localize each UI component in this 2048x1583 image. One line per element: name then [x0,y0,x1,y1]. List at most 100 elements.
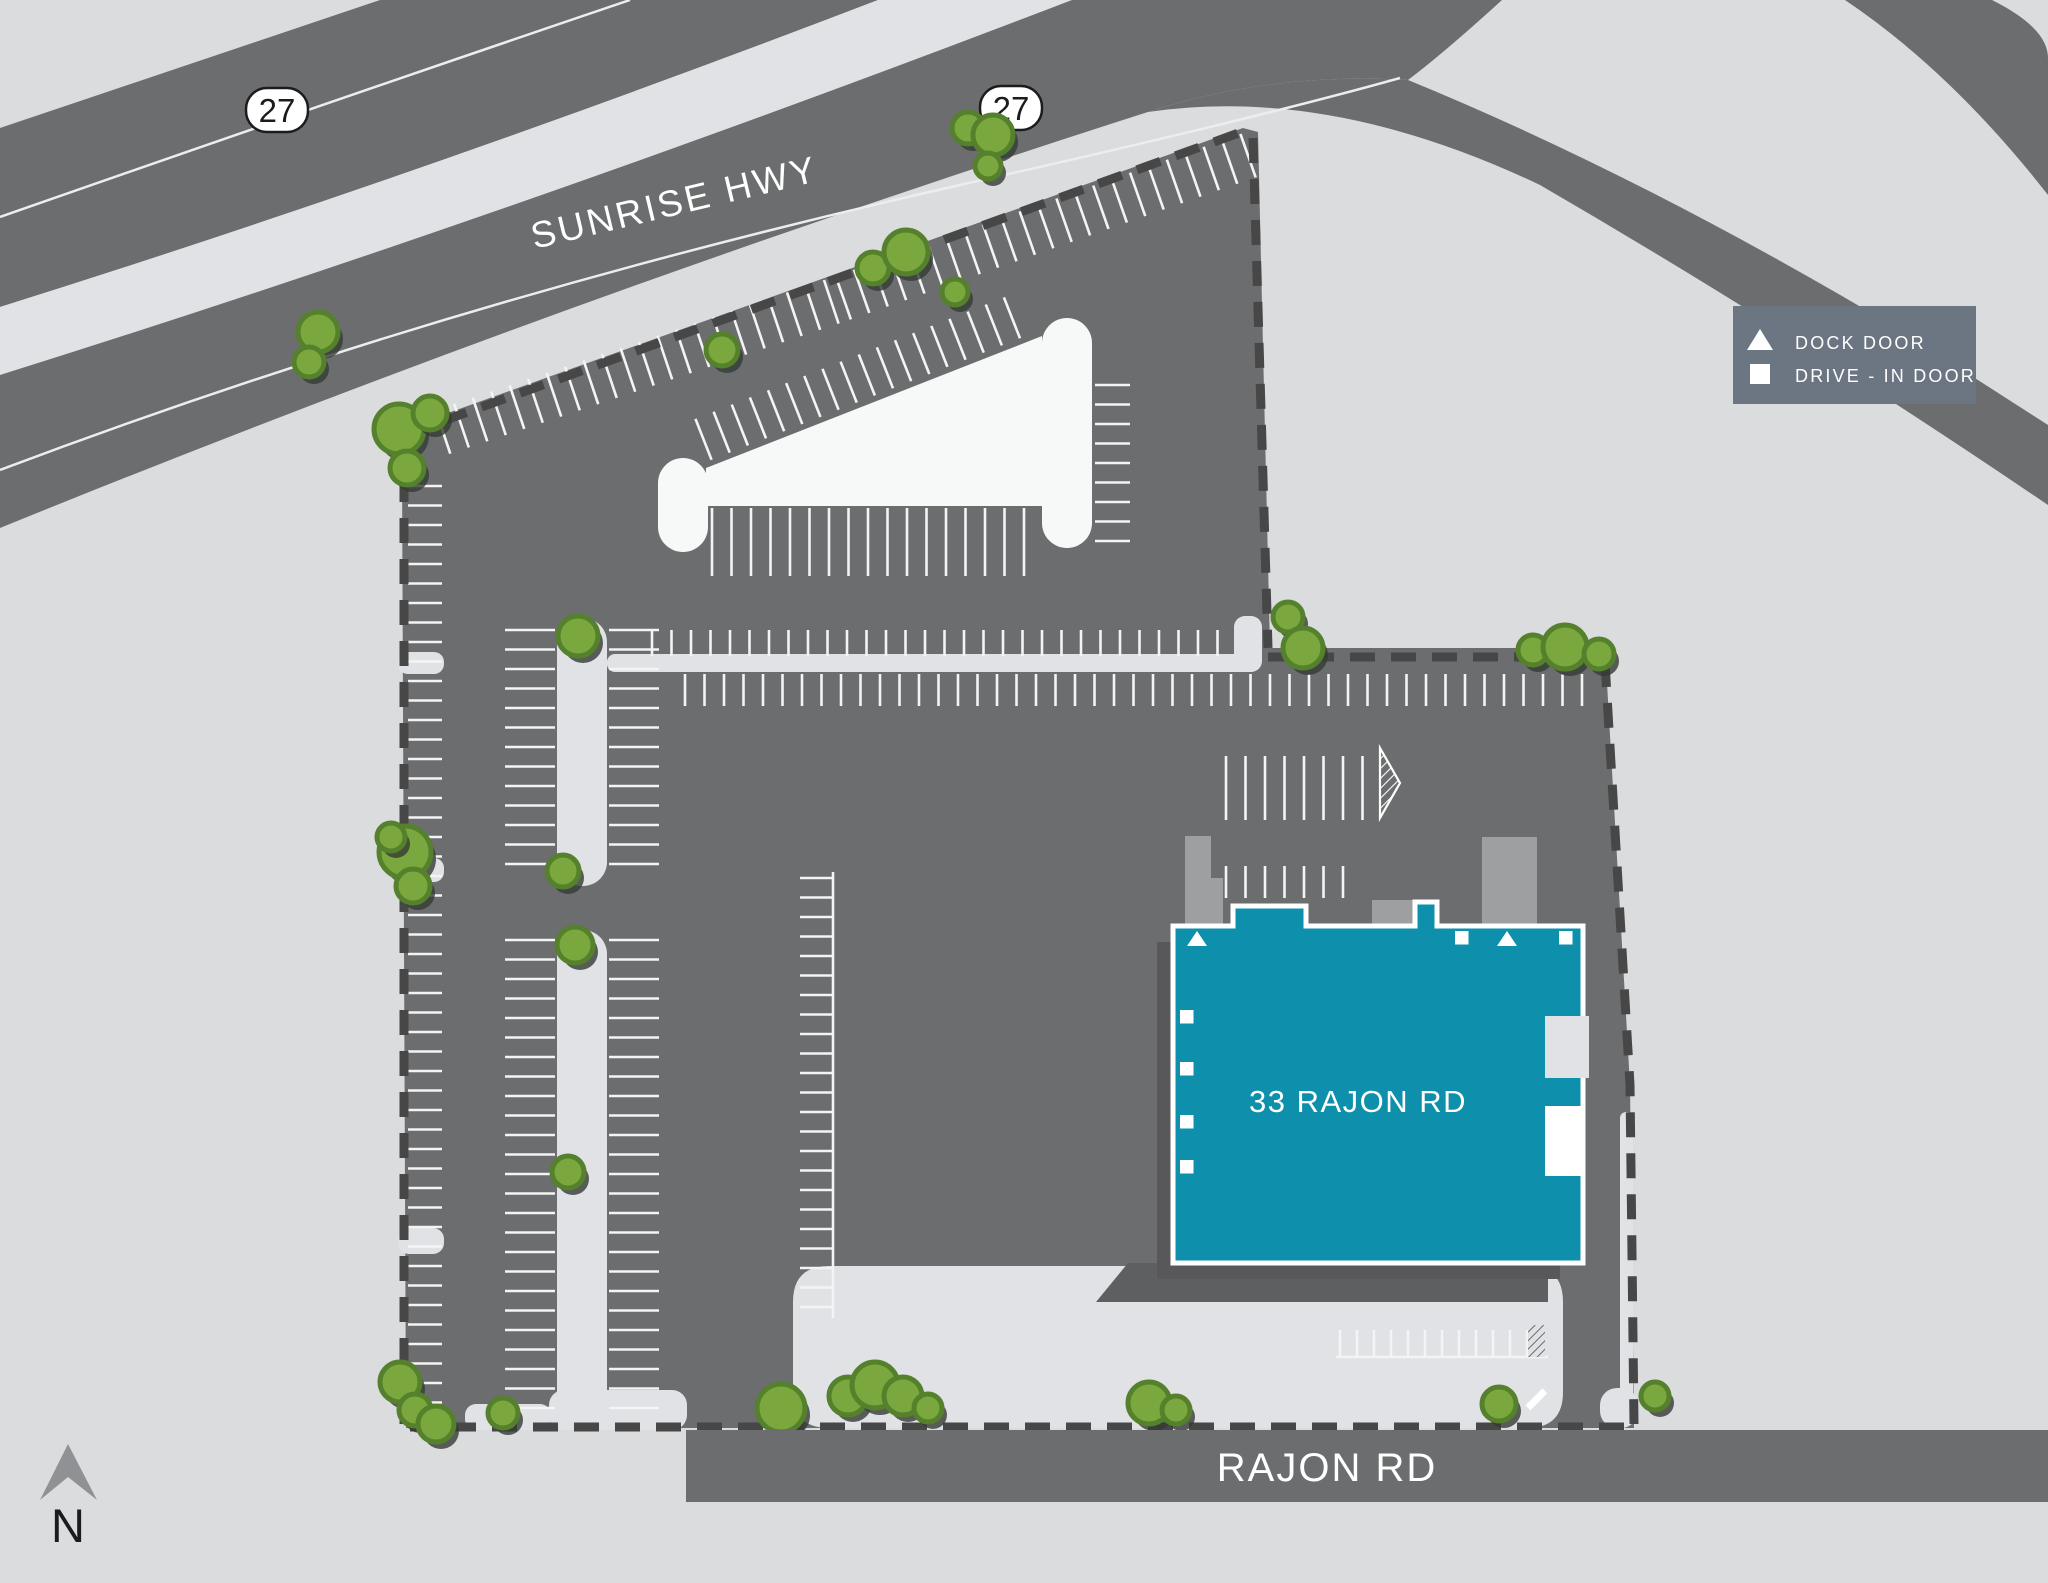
median-pill [658,458,708,552]
parking-stripe-line [471,397,489,442]
median-pill [1042,318,1092,548]
parking-stripe-line [1165,159,1184,204]
north-arrow: N [40,1444,97,1552]
boundary-dashed-line [1248,137,1273,649]
tree-icon [544,852,584,894]
parking-stripe-line [1239,133,1257,178]
parking-stripe-line [545,372,563,417]
highway-corner-ramp [1845,0,2048,195]
wall-pillar [1372,900,1414,924]
tree-icon [485,1395,523,1435]
tree-canopy [544,852,582,890]
parking-stripe-line [944,236,963,282]
tree-canopy [911,1391,945,1425]
tree-icon [374,820,410,858]
tree-icon [554,924,598,970]
tree-canopy [1581,636,1617,672]
road-dash-marking [1525,1388,1548,1411]
drive-in-door-marker [1180,1010,1194,1024]
tree-canopy [554,924,596,966]
parking-stripe-line [656,335,674,380]
tree-icon [291,344,329,384]
parking-stripe-line [748,396,768,439]
tree-canopy [291,344,327,380]
tree-canopy [410,393,450,433]
hatched-curb-marking [1528,1325,1545,1357]
tree-icon [911,1391,947,1429]
parking-stripe-line [766,389,786,432]
tree-icon [393,866,435,910]
drive-in-door-marker [1559,931,1573,945]
tree-icon [1479,1384,1521,1428]
lane-line [0,76,1401,472]
tree-canopy [1540,622,1590,672]
legend-label: DOCK DOOR [1795,333,1926,353]
drive-in-door-square-icon [1750,364,1770,384]
tree-icon [410,393,452,437]
landscape-island [1600,1388,1638,1428]
tree-icon [703,331,743,373]
rajon-road: RAJON RD [686,1430,2048,1502]
parking-stripe-line [785,291,803,337]
tree-canopy [1638,1379,1672,1413]
parking-stripe-line [1018,210,1037,256]
tree-canopy [703,331,741,369]
parking-stripe-line [857,354,877,396]
route-shield-number: 27 [259,92,296,129]
drive-in-door-marker [1180,1115,1194,1129]
landscape-island [607,654,1253,672]
tree-icon [972,150,1006,186]
building-notch [1545,1016,1589,1078]
truck-court-apron [793,1266,1563,1428]
landscape-islands [398,318,1638,1430]
tree-icon [1540,622,1592,676]
highway-median [0,0,1072,375]
parking-stripe-line [803,375,822,418]
dock-door-marker [1497,931,1517,946]
building-label: 33 RAJON RD [1249,1084,1467,1119]
parking-stripe-line [582,360,600,405]
tree-canopy [881,227,931,277]
building-entry-pad [1545,1106,1585,1176]
tree-canopy [1479,1384,1519,1424]
tree-icon [1159,1393,1195,1431]
tree-icon [1581,636,1619,676]
parking-stripe-line [694,418,713,461]
rajon-road-surface [686,1430,2048,1502]
parking-stripe-line [508,384,526,430]
parking-stripe-line [1184,152,1202,198]
landscape-island [549,1390,687,1430]
parking-stripe-line [984,304,1004,346]
boundary-dashed-line [441,125,1249,426]
parking-stripe-line [821,368,840,411]
tree-canopy [1280,625,1326,671]
legend: DOCK DOOR DRIVE - IN DOOR [1733,306,1976,404]
parking-stripe-line [1073,191,1092,236]
landscape-island [557,618,607,886]
tree-canopy [1159,1393,1193,1427]
legend-item-dock-door: DOCK DOOR [1747,329,1926,353]
parking-stripe-line [452,403,471,448]
boundary-dashed-line [1600,661,1639,1425]
parking-stripe-line [1000,217,1018,262]
drive-in-door-marker [1180,1160,1194,1174]
parking-stripe-line [1128,172,1147,217]
parking-stripe-line [1147,165,1165,211]
parking-stripe-line [1092,185,1110,230]
parking-stripe-line [852,269,871,314]
drive-in-door-marker [1455,931,1469,945]
parking-stripe-line [1002,296,1022,339]
north-label: N [51,1499,85,1552]
tree-canopy [393,866,433,906]
parking-stripe-line [963,230,981,275]
dock-door-triangle-icon [1747,329,1773,350]
parking-stripe-line [1202,146,1221,191]
tree-icon [387,448,429,492]
legend-item-drive-in-door: DRIVE - IN DOOR [1750,364,1974,386]
tree-canopy [485,1395,521,1431]
trees [291,109,1674,1449]
drive-in-door-marker [1180,1062,1194,1076]
tree-canopy [374,820,408,854]
parking-stripe-line [712,411,731,454]
